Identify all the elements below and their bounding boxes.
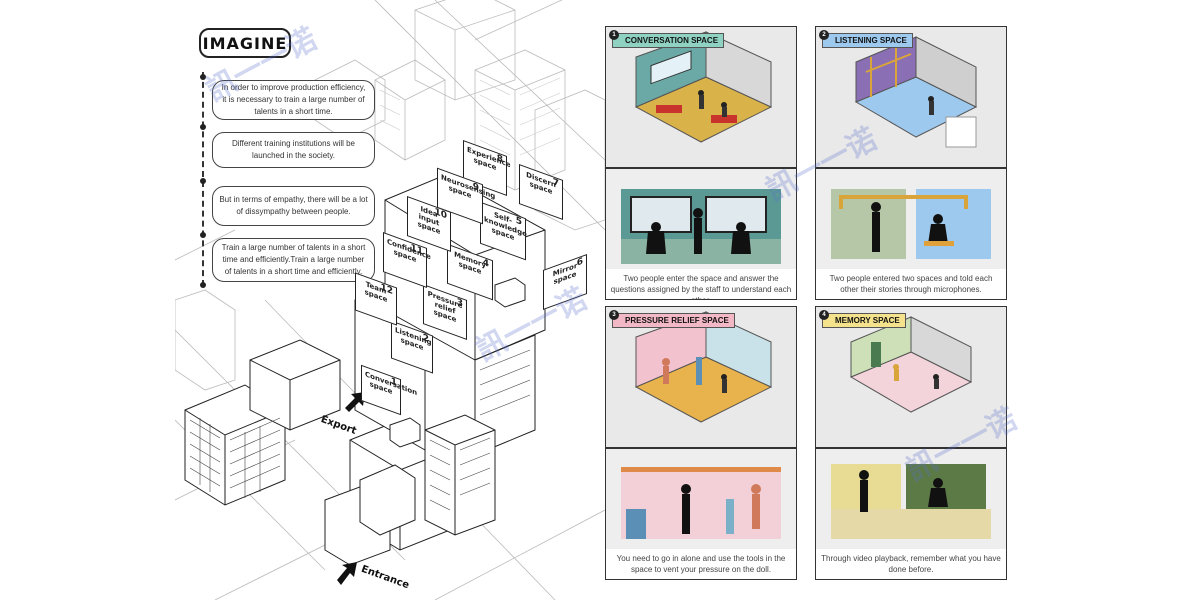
timeline-dot <box>200 232 206 238</box>
panel-listening-bottom: Two people entered two spaces and told e… <box>815 168 1007 300</box>
page-title: IMAGINE <box>199 28 291 58</box>
panel-conversation-bottom: Two people enter the space and answer th… <box>605 168 797 300</box>
timeline-dot <box>200 282 206 288</box>
pressure-axon <box>606 307 796 447</box>
note-3: But in terms of empathy, there will be a… <box>212 186 375 226</box>
conversation-axon <box>606 27 796 167</box>
timeline-dot <box>200 178 206 184</box>
pressure-elevation <box>606 449 796 549</box>
caption-listening: Two people entered two spaces and told e… <box>829 274 993 294</box>
listening-elevation <box>816 169 1006 269</box>
timeline-dot <box>200 124 206 130</box>
caption-pressure: You need to go in alone and use the tool… <box>616 554 786 574</box>
panel-memory-bottom: Through video playback, remember what yo… <box>815 448 1007 580</box>
caption-memory: Through video playback, remember what yo… <box>821 554 1001 574</box>
note-1: In order to improve production efficienc… <box>212 80 375 120</box>
memory-elevation <box>816 449 1006 549</box>
note-2: Different training institutions will be … <box>212 132 375 168</box>
caption-conversation: Two people enter the space and answer th… <box>610 274 792 299</box>
note-4: Train a large number of talents in a sho… <box>212 238 375 282</box>
conversation-elevation <box>606 169 796 269</box>
timeline-dot <box>200 74 206 80</box>
listening-axon <box>816 27 1006 167</box>
panel-pressure-bottom: You need to go in alone and use the tool… <box>605 448 797 580</box>
concept-illustration: IMAGINE In order to improve production e… <box>175 0 605 600</box>
memory-axon <box>816 307 1006 447</box>
